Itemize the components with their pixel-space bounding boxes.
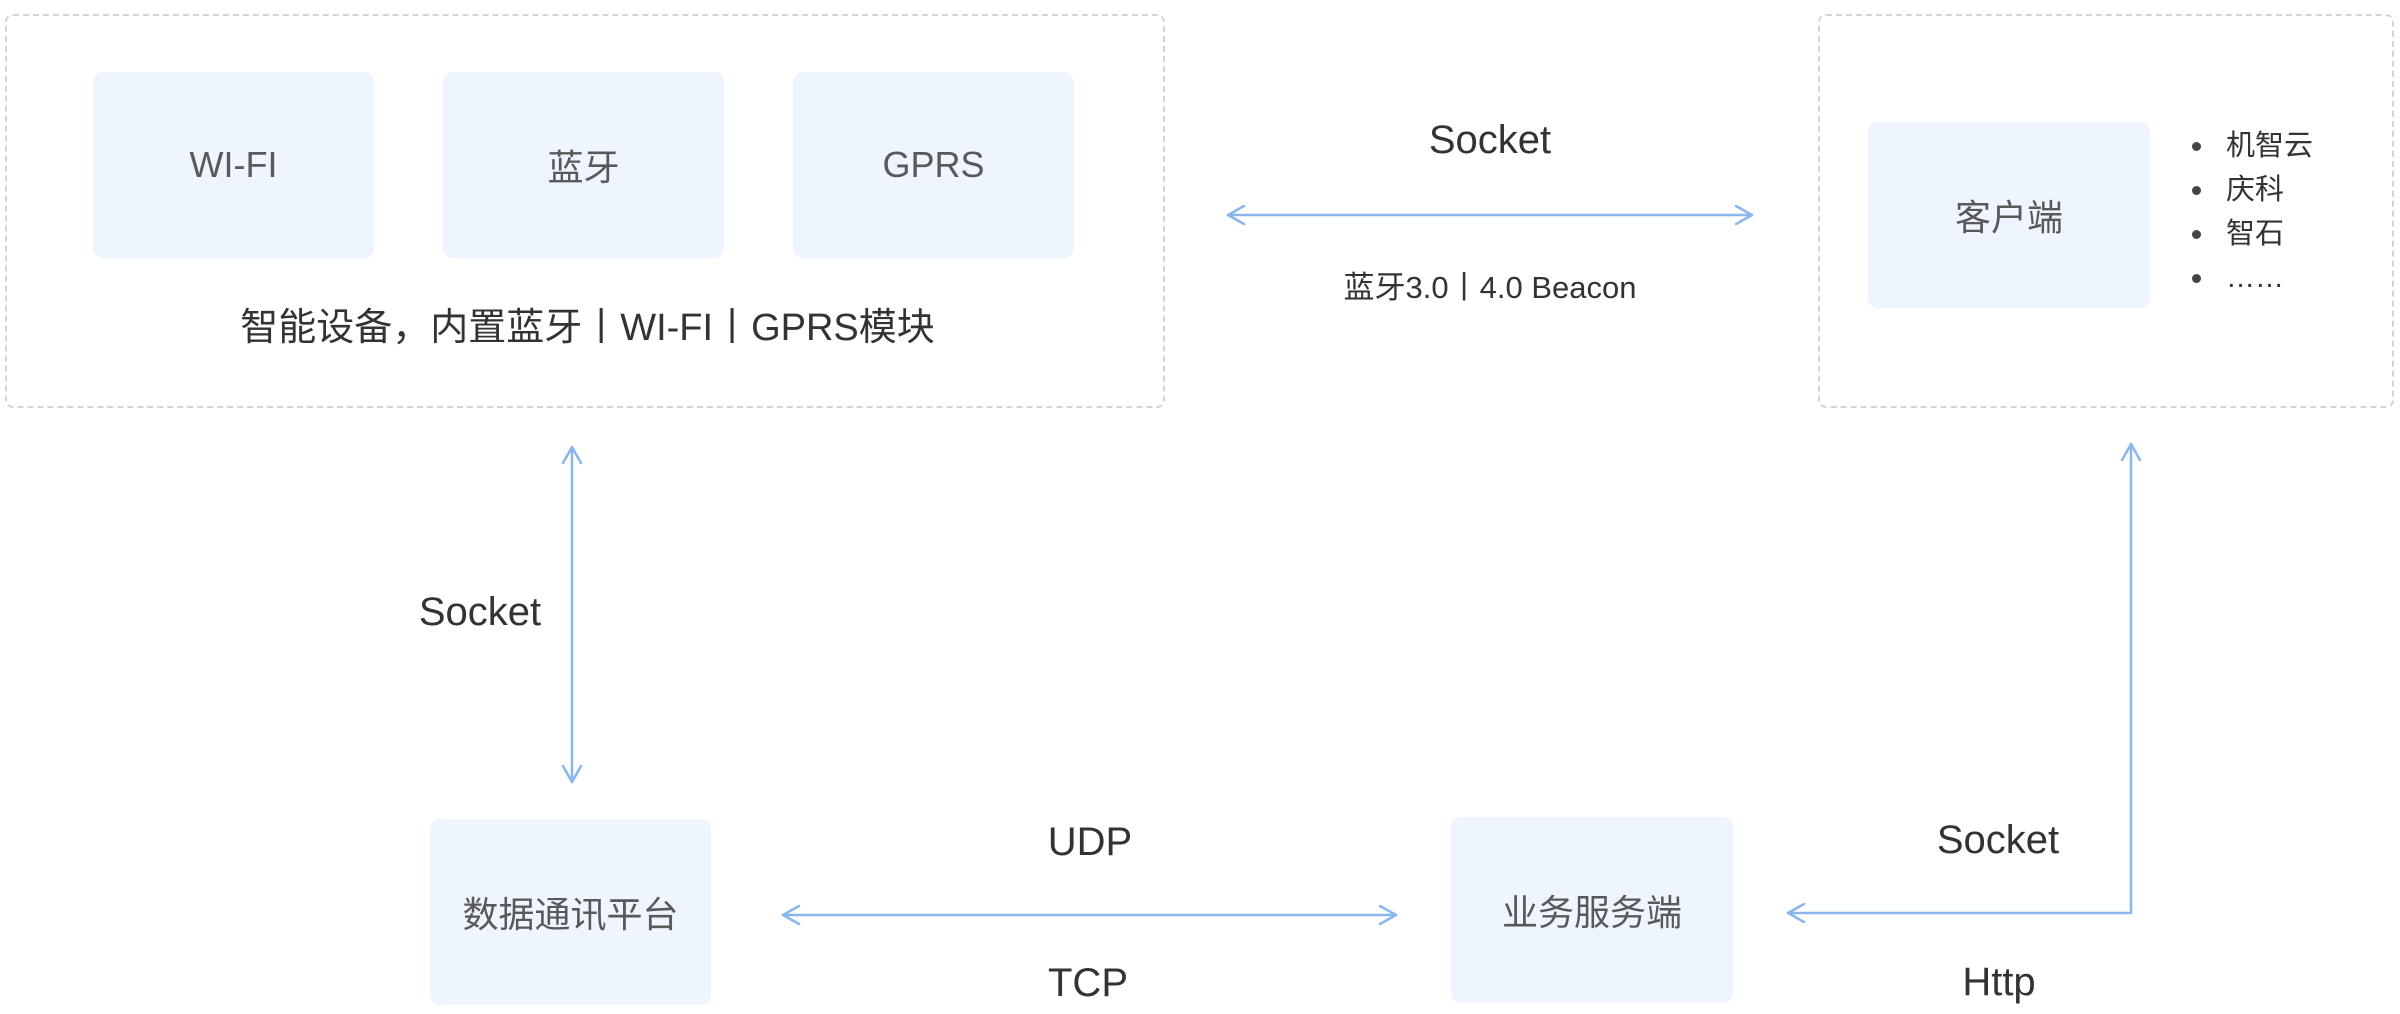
arrow-device-client [1226,204,1754,226]
arrow-platform-server [781,904,1398,926]
label-server-client-top: Socket [1936,818,2060,862]
device-group-caption: 智能设备，内置蓝牙丨WI-FI丨GPRS模块 [240,307,935,349]
label-device-platform: Socket [418,590,542,634]
smart-device-group [5,14,1165,408]
arrow-device-platform [561,445,583,784]
client-group [1818,14,2394,408]
label-device-client-top: Socket [1428,118,1552,162]
server-box: 业务服务端 [1451,817,1733,1003]
module-wifi-label: WI-FI [189,144,278,185]
client-list-item: 机智云 [2190,124,2313,168]
client-list-item: …… [2190,256,2313,300]
module-bluetooth-label: 蓝牙 [547,147,620,188]
client-box: 客户端 [1868,122,2150,308]
client-list-item: 庆科 [2190,168,2313,212]
client-list-item: 智石 [2190,212,2313,256]
arrow-server-client [1786,442,2142,924]
platform-label: 数据通讯平台 [462,894,679,935]
module-gprs-box: GPRS [793,72,1074,258]
label-platform-server-bottom: TCP [1048,961,1128,1005]
module-bluetooth-box: 蓝牙 [443,72,724,258]
label-platform-server-top: UDP [1047,820,1133,864]
client-list: 机智云 庆科 智石 …… [2190,124,2313,300]
client-label: 客户端 [1954,197,2063,238]
label-device-client-bottom: 蓝牙3.0丨4.0 Beacon [1343,270,1637,305]
module-wifi-box: WI-FI [93,72,374,258]
platform-box: 数据通讯平台 [430,819,711,1005]
label-server-client-bottom: Http [1962,960,2036,1004]
module-gprs-label: GPRS [882,144,985,185]
server-label: 业务服务端 [1501,892,1682,933]
